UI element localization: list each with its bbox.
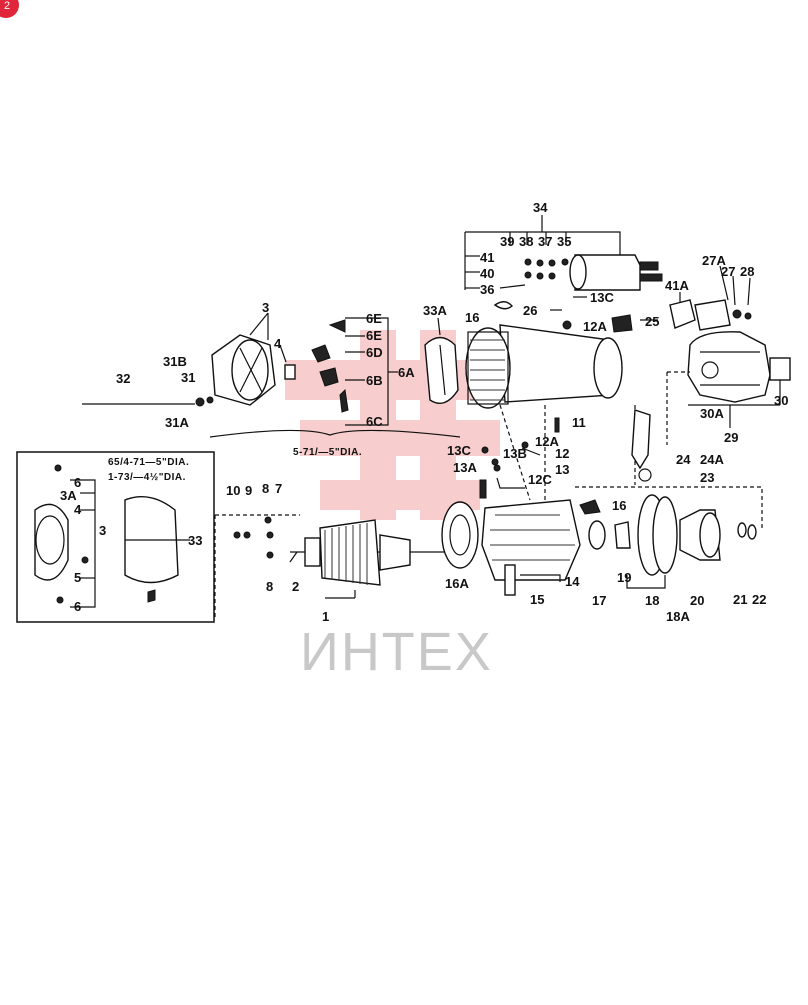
label-18: 18: [645, 593, 659, 608]
armature: [290, 519, 460, 599]
label-21: 21: [733, 592, 747, 607]
label-16-top: 16: [465, 310, 479, 325]
small-hardware: [214, 417, 560, 620]
label-17: 17: [592, 593, 606, 608]
label-22: 22: [752, 592, 766, 607]
corner-badge-text: 2: [4, 0, 10, 12]
label-31: 31: [181, 370, 195, 385]
commutator-end-head: [82, 312, 296, 407]
label-24: 24: [676, 452, 691, 467]
label-9: 9: [245, 483, 252, 498]
note-size-1: 65/4-71—5"DIA.: [108, 457, 189, 468]
drive-housing: [666, 265, 791, 445]
label-12a-top: 12A: [583, 319, 607, 334]
field-frame: [465, 296, 658, 501]
label-2: 2: [292, 579, 299, 594]
label-8-bottom: 8: [266, 579, 273, 594]
label-6c: 6C: [366, 414, 383, 429]
label-12c: 12C: [528, 472, 552, 487]
end-cover-33a: [424, 317, 459, 404]
label-13c-mid: 13C: [447, 443, 471, 458]
label-26: 26: [523, 303, 537, 318]
label-13a: 13A: [453, 460, 477, 475]
label-8-top: 8: [262, 481, 269, 496]
label-6e-2: 6E: [366, 328, 382, 343]
label-4-top: 4: [274, 336, 282, 351]
label-7: 7: [275, 481, 282, 496]
label-11: 11: [572, 415, 586, 430]
label-14: 14: [565, 574, 580, 589]
label-16a: 16A: [445, 576, 469, 591]
label-12: 12: [555, 446, 569, 461]
label-20: 20: [690, 593, 704, 608]
drive-parts: [575, 409, 763, 589]
label-41a: 41A: [665, 278, 689, 293]
label-31b: 31B: [163, 354, 187, 369]
inset-box: [16, 451, 215, 623]
label-41: 41: [480, 250, 494, 265]
label-6d: 6D: [366, 345, 383, 360]
solenoid-assembly: [464, 215, 663, 291]
label-16-mid: 16: [612, 498, 626, 513]
label-inset-6-bottom: 6: [74, 599, 81, 614]
label-27a: 27A: [702, 253, 726, 268]
intermediate-bearing: [441, 501, 479, 569]
label-10: 10: [226, 483, 240, 498]
label-23: 23: [700, 470, 714, 485]
label-6a: 6A: [398, 365, 415, 380]
label-38: 38: [519, 234, 533, 249]
label-28: 28: [740, 264, 754, 279]
label-30: 30: [774, 393, 788, 408]
part-labels: 34 39 38 37 35 41 40 36 16 26 13C 12A 25…: [60, 200, 788, 624]
label-13c-top: 13C: [590, 290, 614, 305]
label-27: 27: [721, 264, 735, 279]
label-6e-1: 6E: [366, 311, 382, 326]
label-36: 36: [480, 282, 494, 297]
label-inset-6-top: 6: [74, 475, 81, 490]
label-25: 25: [645, 314, 659, 329]
label-18a: 18A: [666, 609, 690, 624]
label-39: 39: [500, 234, 514, 249]
label-30a: 30A: [700, 406, 724, 421]
label-6b: 6B: [366, 373, 383, 388]
label-inset-5: 5: [74, 570, 81, 585]
label-32: 32: [116, 371, 130, 386]
label-34: 34: [533, 200, 548, 215]
label-13b: 13B: [503, 446, 527, 461]
label-1: 1: [322, 609, 329, 624]
label-33a: 33A: [423, 303, 447, 318]
label-29: 29: [724, 430, 738, 445]
label-31a: 31A: [165, 415, 189, 430]
label-inset-3a: 3A: [60, 488, 77, 503]
watermark-text: ИНТЕХ: [300, 622, 493, 682]
brush-group-6: [209, 317, 461, 438]
note-center: 5-71/—5"DIA.: [293, 447, 362, 458]
label-15: 15: [530, 592, 544, 607]
label-37: 37: [538, 234, 552, 249]
label-inset-4: 4: [74, 502, 82, 517]
label-24a: 24A: [700, 452, 724, 467]
label-35: 35: [557, 234, 571, 249]
label-3-top: 3: [262, 300, 269, 315]
label-inset-33: 33: [188, 533, 202, 548]
corner-badge: 2: [0, 0, 19, 18]
label-inset-3: 3: [99, 523, 106, 538]
label-40: 40: [480, 266, 494, 281]
label-19: 19: [617, 570, 631, 585]
label-12a-mid: 12A: [535, 434, 559, 449]
lever-housing: [481, 499, 581, 596]
label-13: 13: [555, 462, 569, 477]
note-size-2: 1-73/—4½"DIA.: [108, 472, 186, 483]
